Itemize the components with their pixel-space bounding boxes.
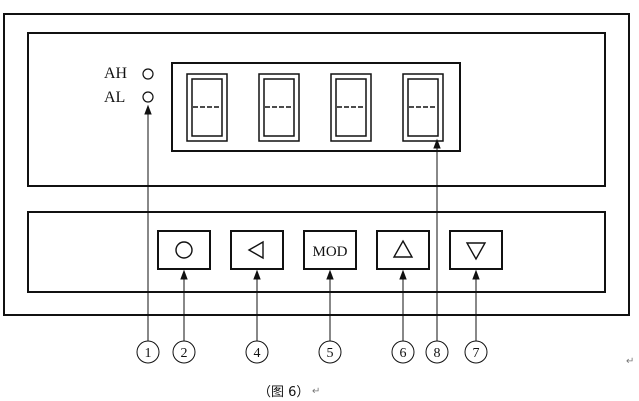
digit-4 (402, 73, 444, 142)
callout-5: 5 (318, 340, 342, 364)
digit-1 (186, 73, 228, 142)
display-panel (27, 32, 606, 187)
indicator-label-ah: AH (104, 65, 128, 82)
indicator-label-al: AL (104, 89, 125, 106)
svg-text:5: 5 (327, 346, 334, 361)
arrowhead-4 (253, 269, 261, 280)
paragraph-mark: ↵ (626, 356, 635, 367)
svg-text:4: 4 (254, 346, 261, 361)
leader-lines (144, 104, 480, 341)
callout-1: 1 (136, 340, 160, 364)
outer-frame (3, 13, 630, 316)
down-button[interactable] (449, 230, 503, 270)
keypad-panel (27, 211, 606, 293)
callout-7: 7 (464, 340, 488, 364)
arrowhead-7 (472, 269, 480, 280)
digit-2 (258, 73, 300, 142)
mod-button-label: MOD (312, 244, 347, 260)
up-triangle-icon (392, 239, 414, 258)
svg-text:7: 7 (473, 346, 480, 361)
circle-icon (175, 241, 193, 259)
paragraph-mark: ↵ (312, 386, 321, 397)
arrowhead-5 (326, 269, 334, 280)
down-triangle-icon (465, 242, 487, 261)
arrowhead-6 (399, 269, 407, 280)
mod-button[interactable]: MOD (303, 230, 357, 270)
callout-8: 8 (425, 340, 449, 364)
left-button[interactable] (230, 230, 284, 270)
svg-text:2: 2 (181, 346, 188, 361)
indicator-led-al (142, 91, 154, 103)
arrowhead-1 (144, 104, 152, 115)
svg-text:8: 8 (434, 346, 441, 361)
callout-4: 4 (245, 340, 269, 364)
callout-6: 6 (391, 340, 415, 364)
arrowhead-2 (180, 269, 188, 280)
figure-caption: （图 6） (258, 385, 310, 400)
callout-2: 2 (172, 340, 196, 364)
circle-button[interactable] (157, 230, 211, 270)
up-button[interactable] (376, 230, 430, 270)
svg-text:6: 6 (400, 346, 407, 361)
left-triangle-icon (247, 240, 264, 260)
display-window (171, 62, 461, 152)
svg-text:1: 1 (145, 346, 152, 361)
arrowhead-8 (433, 138, 441, 149)
indicator-led-ah (142, 68, 154, 80)
digit-3 (330, 73, 372, 142)
